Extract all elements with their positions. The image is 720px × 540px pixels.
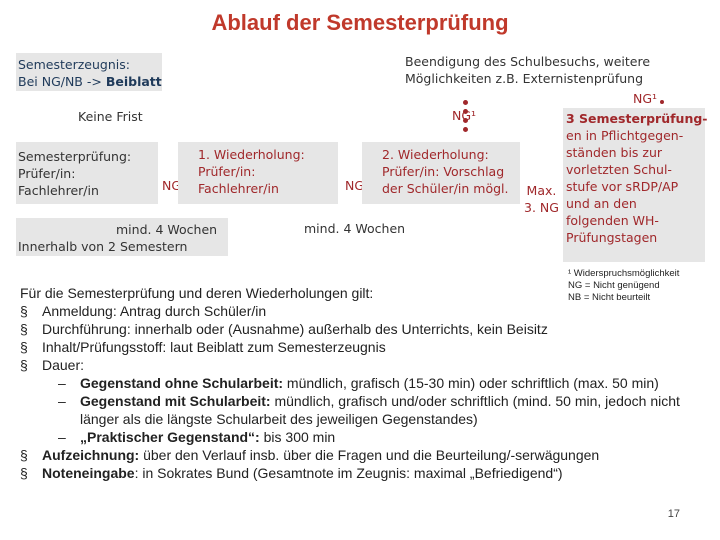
interval-box <box>16 218 228 256</box>
interval-label: mind. 4 Wochen Innerhalb von 2 Semestern <box>18 222 218 254</box>
list-item: Inhalt/Prüfungsstoff: laut Beiblatt zum … <box>20 338 700 356</box>
sub-list-item: „Praktischer Gegenstand“: bis 300 min <box>20 428 700 446</box>
rules-heading: Für die Semesterprüfung und deren Wieder… <box>20 285 374 301</box>
second-repeat-label: 2. Wiederholung: Prüfer/in: Vorschlag de… <box>382 147 509 196</box>
list-item: Dauer: <box>20 356 700 374</box>
no-deadline-label: Keine Frist <box>78 109 143 124</box>
sub-list-item: Gegenstand ohne Schularbeit: mündlich, g… <box>20 374 700 392</box>
ng-marker-first: NG <box>162 178 182 193</box>
semester-exams-box <box>563 108 705 262</box>
footnote: ¹ Widerspruchsmöglichkeit NG = Nicht gen… <box>568 268 680 303</box>
semester-exams-label: 3 Semesterprüfung- en in Pflichtgegen- s… <box>566 111 708 245</box>
exam-label: Semesterprüfung: Prüfer/in: Fachlehrer/i… <box>18 149 132 198</box>
ng1-marker-mid: NG¹ <box>452 108 477 123</box>
dotted-connector-mid <box>463 100 468 132</box>
list-item: Noteneingabe: in Sokrates Bund (Gesamtno… <box>20 464 700 482</box>
zeugnis-box <box>16 53 162 91</box>
exam-box <box>16 142 158 204</box>
dotted-connector-right <box>660 100 664 112</box>
end-of-school-label: Beendigung des Schulbesuchs, weitere Mög… <box>405 54 651 86</box>
rules-list: Für die Semesterprüfung und deren Wieder… <box>20 284 700 482</box>
ng1-marker-right: NG¹ <box>633 91 658 106</box>
page-number: 17 <box>667 508 680 520</box>
second-repeat-box <box>362 142 520 204</box>
zeugnis-label: Semesterzeugnis: Bei NG/NB -> Beiblatt <box>18 57 162 89</box>
first-repeat-box <box>178 142 338 204</box>
sub-list-item: Gegenstand mit Schularbeit: mündlich, gr… <box>20 392 700 428</box>
list-item: Durchführung: innerhalb oder (Ausnahme) … <box>20 320 700 338</box>
first-repeat-label: 1. Wiederholung: Prüfer/in: Fachlehrer/i… <box>198 147 305 196</box>
slide-title: Ablauf der Semesterprüfung <box>211 10 509 35</box>
ng-marker-second: NG <box>345 178 365 193</box>
interval-label-second: mind. 4 Wochen <box>304 221 406 236</box>
list-item: Aufzeichnung: über den Verlauf insb. übe… <box>20 446 700 464</box>
list-item: Anmeldung: Antrag durch Schüler/in <box>20 302 700 320</box>
max-ng-label: Max. 3. NG <box>524 183 559 215</box>
